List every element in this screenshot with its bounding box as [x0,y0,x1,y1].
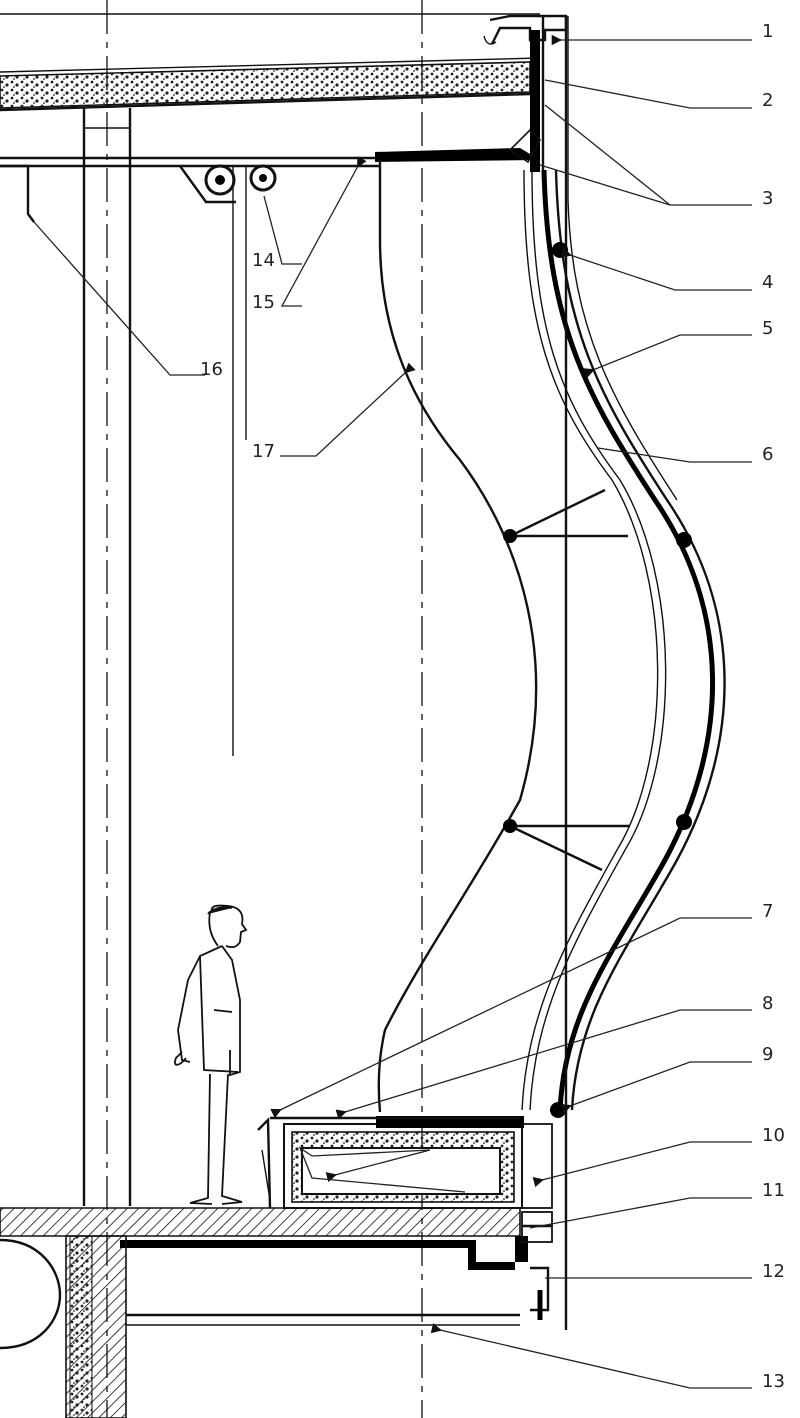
inner-screen [377,160,538,1113]
roof-slab [0,57,541,112]
callout-9: 9 [762,1044,773,1065]
callout-15: 15 [252,292,275,313]
callout-labels: 1 2 3 4 5 6 7 8 9 10 11 12 13 14 15 16 1… [200,21,785,1392]
leader-lines [33,34,752,1389]
callout-14: 14 [252,250,275,271]
ceiling-beam [0,128,541,756]
outer-glazing [541,16,726,1330]
callout-3: 3 [762,188,773,209]
callout-4: 4 [762,272,773,293]
callout-10: 10 [762,1125,785,1146]
callout-16: 16 [200,359,223,380]
callout-12: 12 [762,1261,785,1282]
callout-7: 7 [762,901,773,922]
inner-membrane [521,169,667,1111]
callout-13: 13 [762,1371,785,1392]
human-figure [174,904,248,1205]
callout-2: 2 [762,90,773,111]
coping [483,14,568,180]
callout-8: 8 [762,993,773,1014]
callout-1: 1 [762,21,773,42]
callout-11: 11 [762,1180,785,1201]
ties [503,242,692,1118]
callout-17: 17 [252,441,275,462]
callout-5: 5 [762,318,773,339]
floor-slab [0,1207,528,1418]
callout-6: 6 [762,444,773,465]
